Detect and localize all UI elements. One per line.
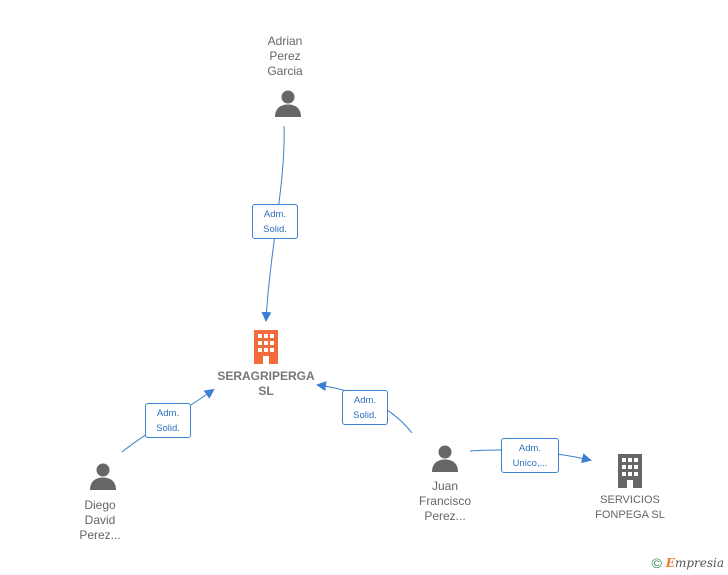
edge-label-diego: Adm. Solid. xyxy=(145,403,191,438)
person-icon[interactable] xyxy=(88,462,118,492)
node-label-servicios[interactable]: SERVICIOS FONPEGA SL xyxy=(595,494,665,521)
edge-label-juan-seragriperga: Adm. Solid. xyxy=(342,390,388,425)
node-label-seragriperga[interactable]: SERAGRIPERGA SL xyxy=(217,369,315,398)
brand-footer: © Empresia xyxy=(651,555,724,571)
edge-label-juan-servicios: Adm. Unico,... xyxy=(501,438,559,473)
building-icon[interactable] xyxy=(615,454,645,488)
node-label-adrian[interactable]: Adrian Perez Garcia xyxy=(267,34,303,78)
building-icon[interactable] xyxy=(251,330,281,364)
person-icon[interactable] xyxy=(430,444,460,474)
edge-label-adrian: Adm. Solid. xyxy=(252,204,298,239)
node-label-diego[interactable]: Diego David Perez... xyxy=(79,498,121,542)
brand-logo: Empresia xyxy=(665,556,724,570)
node-label-juan[interactable]: Juan Francisco Perez... xyxy=(418,479,471,523)
person-icon[interactable] xyxy=(273,89,303,119)
copyright-icon: © xyxy=(651,555,662,571)
